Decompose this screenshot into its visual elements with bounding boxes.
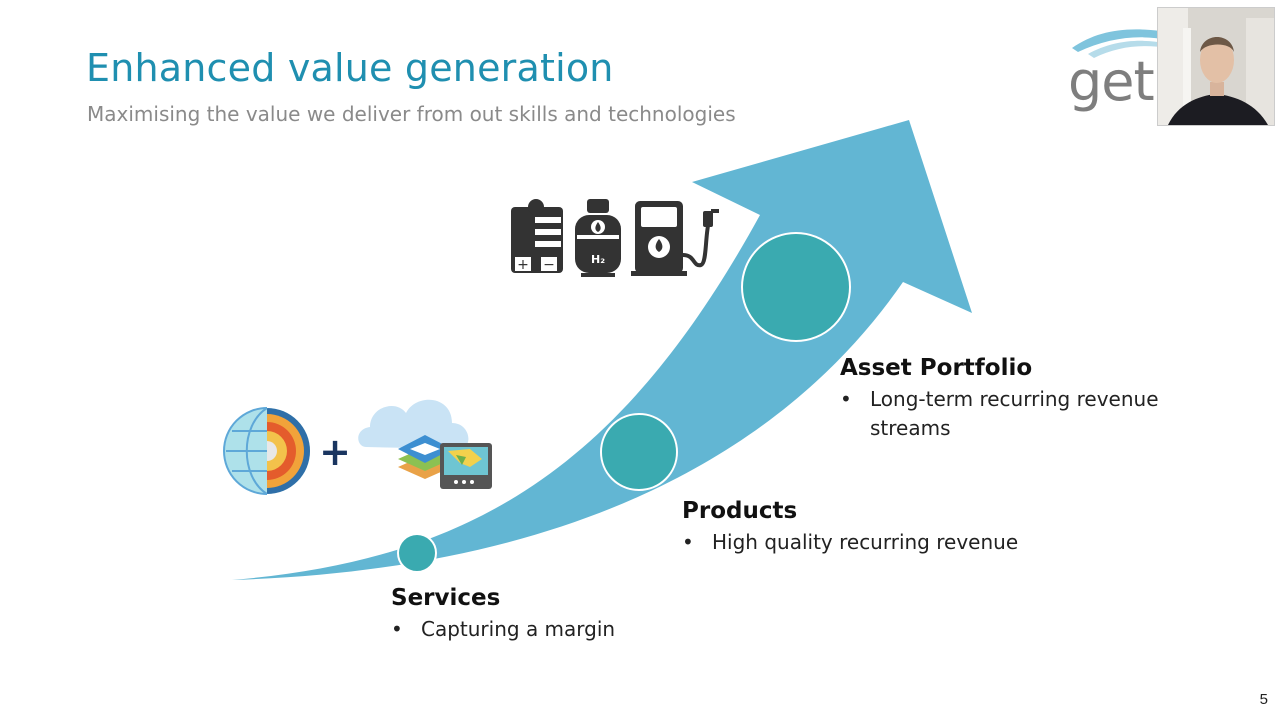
bullet-point: • xyxy=(840,387,852,411)
presenter-video-icon xyxy=(1158,8,1274,125)
bullet-point: • xyxy=(682,530,694,554)
plus-sign: + xyxy=(319,430,351,474)
asset-portfolio-bullet-line2: streams xyxy=(870,416,951,440)
bullet-point: • xyxy=(391,617,403,641)
earth-core-icon xyxy=(223,407,310,495)
products-bullet: • High quality recurring revenue xyxy=(682,528,1018,557)
hydrogen-tank-icon: H₂ xyxy=(575,199,621,277)
products-title: Products xyxy=(682,498,798,524)
company-logo: get xyxy=(1068,50,1155,113)
battery-icon: + − xyxy=(511,199,563,273)
h2-tank-label: H₂ xyxy=(591,253,605,266)
asset-portfolio-bullet: • Long-term recurring revenue streams xyxy=(840,385,1159,443)
cloud-data-icon xyxy=(358,399,492,489)
services-title: Services xyxy=(391,585,501,611)
hydrogen-pump-icon xyxy=(631,201,719,276)
slide-subtitle: Maximising the value we deliver from out… xyxy=(87,102,736,126)
logo-wave-icon xyxy=(1072,29,1168,58)
services-marker xyxy=(397,533,437,573)
services-bullet: • Capturing a margin xyxy=(391,615,615,644)
asset-portfolio-title: Asset Portfolio xyxy=(840,355,1033,381)
services-bullet-text: Capturing a margin xyxy=(421,617,616,641)
svg-text:+: + xyxy=(517,257,529,273)
energy-icons: + − H₂ xyxy=(511,199,719,277)
asset-portfolio-bullet-line1: Long-term recurring revenue xyxy=(870,387,1159,411)
products-marker xyxy=(600,413,678,491)
services-icons: + xyxy=(223,399,492,495)
products-bullet-text: High quality recurring revenue xyxy=(712,530,1019,554)
webcam-video[interactable] xyxy=(1157,7,1275,126)
page-number: 5 xyxy=(1259,691,1268,708)
slide-title: Enhanced value generation xyxy=(86,46,614,90)
svg-text:−: − xyxy=(543,257,555,273)
asset-portfolio-marker xyxy=(741,232,851,342)
